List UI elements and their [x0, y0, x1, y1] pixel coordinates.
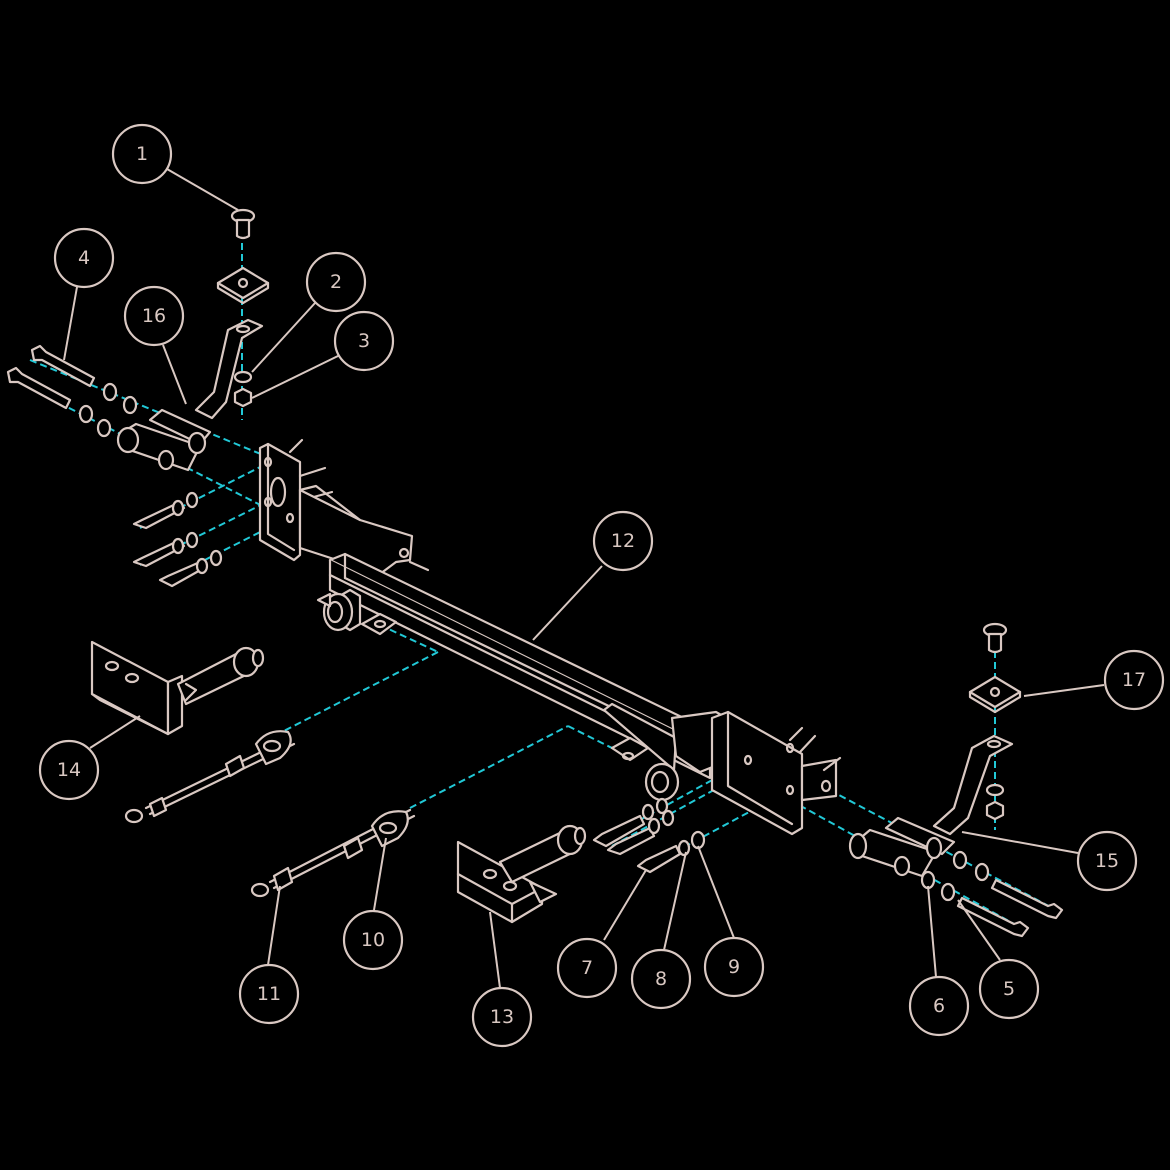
part-12-main-crossbar — [258, 438, 842, 836]
callout-label-14: 14 — [57, 759, 81, 781]
callout-label-5: 5 — [1003, 978, 1015, 1000]
part-14-left-pin-bracket — [90, 640, 265, 736]
parts-5-6-right-long-bolts — [920, 850, 1064, 938]
callout-label-3: 3 — [358, 330, 370, 352]
part-3-nut — [233, 370, 253, 408]
callout-5: 5 — [978, 958, 1040, 1020]
callout-label-11: 11 — [257, 983, 281, 1005]
part-2-square-plate — [216, 266, 270, 305]
callout-label-13: 13 — [490, 1006, 514, 1028]
callout-1: 1 — [111, 123, 173, 185]
part-17-right-plate-set — [968, 622, 1022, 821]
callout-label-16: 16 — [142, 305, 166, 327]
callout-label-9: 9 — [728, 956, 740, 978]
callout-16: 16 — [123, 285, 185, 347]
callout-label-17: 17 — [1122, 669, 1146, 691]
part-13-right-pin-bracket — [456, 824, 587, 924]
part-11-safety-cable-left — [124, 730, 296, 824]
callout-label-8: 8 — [655, 968, 667, 990]
parts-7-8-9-right-bolts — [592, 797, 706, 874]
callout-11: 11 — [238, 963, 300, 1025]
callout-15: 15 — [1076, 830, 1138, 892]
callout-label-2: 2 — [330, 271, 342, 293]
callout-8: 8 — [630, 948, 692, 1010]
callout-label-15: 15 — [1095, 850, 1119, 872]
callout-4: 4 — [53, 227, 115, 289]
callout-label-7: 7 — [581, 957, 593, 979]
callout-label-10: 10 — [361, 929, 385, 951]
callout-label-4: 4 — [78, 247, 90, 269]
callout-14: 14 — [38, 739, 100, 801]
part-15-right-bracket — [848, 734, 1014, 878]
callout-10: 10 — [342, 909, 404, 971]
part-10-safety-cable-right — [250, 808, 416, 898]
callout-3: 3 — [333, 310, 395, 372]
leader-lines — [63, 168, 1105, 989]
callout-17: 17 — [1103, 649, 1165, 711]
callout-label-1: 1 — [136, 143, 148, 165]
callout-9: 9 — [703, 936, 765, 998]
part-1-carriage-bolt — [230, 208, 256, 240]
callout-6: 6 — [908, 975, 970, 1037]
part-4-long-bolts — [6, 344, 207, 472]
callout-12: 12 — [592, 510, 654, 572]
left-short-bolts — [132, 491, 223, 588]
callout-7: 7 — [556, 937, 618, 999]
callout-label-12: 12 — [611, 530, 635, 552]
callout-label-6: 6 — [933, 995, 945, 1017]
callout-13: 13 — [471, 986, 533, 1048]
callout-2: 2 — [305, 251, 367, 313]
